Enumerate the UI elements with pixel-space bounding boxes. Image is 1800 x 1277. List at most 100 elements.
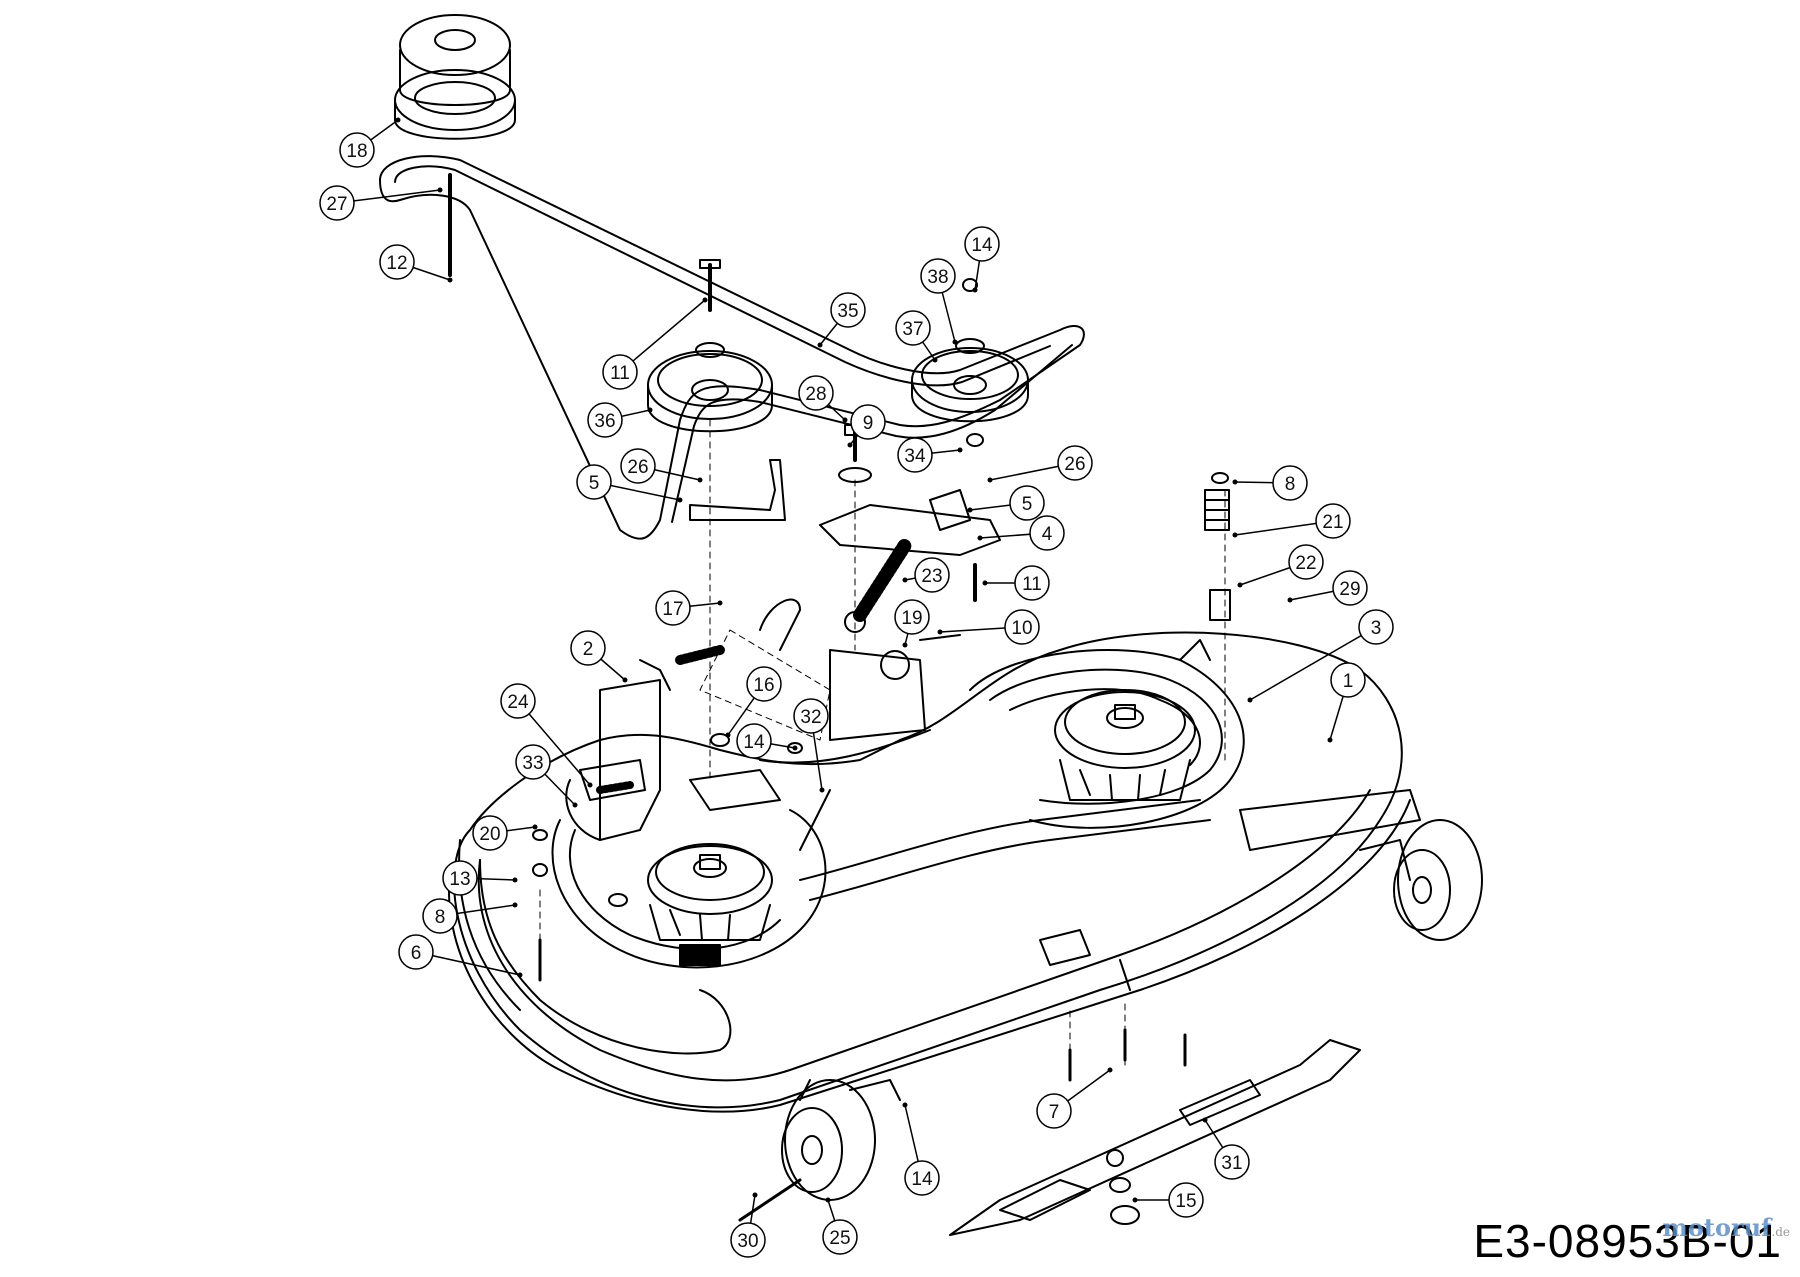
assembly-guide-lines — [539, 419, 1226, 1066]
callout-arrowhead — [977, 535, 983, 541]
callout-bubble — [620, 448, 656, 484]
callout-number: 5 — [1022, 494, 1033, 515]
callout-arrowhead — [1132, 1197, 1138, 1203]
callout-c31: 31 — [1202, 1117, 1250, 1180]
electric-clutch — [394, 14, 516, 140]
callout-c1: 1 — [1327, 662, 1366, 743]
callout-number: 33 — [522, 753, 543, 774]
callout-c6: 6 — [398, 934, 523, 978]
callout-leader — [1249, 626, 1377, 701]
callout-number: 30 — [737, 1231, 758, 1252]
callout-bubble — [736, 723, 772, 759]
callout-c22: 22 — [1237, 544, 1324, 588]
callout-c19: 19 — [894, 599, 930, 648]
callout-number: 7 — [1049, 1102, 1060, 1123]
callout-arrowhead — [817, 342, 823, 348]
callout-arrowhead — [957, 447, 963, 453]
right-spindle-pulley — [1054, 689, 1196, 801]
callout-arrowhead — [572, 802, 578, 808]
callout-arrowhead — [1232, 479, 1238, 485]
callout-c32: 32 — [793, 698, 829, 793]
callout-bubble — [515, 744, 551, 780]
callout-bubble — [897, 437, 933, 473]
front-gauge-wheel — [738, 1079, 901, 1222]
callout-arrowhead — [932, 357, 938, 363]
callout-number: 4 — [1042, 524, 1053, 545]
callout-bubble — [964, 226, 1000, 262]
callout-c10: 10 — [937, 609, 1040, 645]
callout-bubble — [1009, 485, 1045, 521]
callout-c5b: 5 — [967, 485, 1045, 521]
callout-number: 12 — [386, 253, 407, 274]
callout-bubble — [1057, 445, 1093, 481]
callout-bubble — [1358, 609, 1394, 645]
callout-number: 15 — [1175, 1191, 1196, 1212]
callout-arrowhead — [987, 477, 993, 483]
callout-number: 3 — [1371, 618, 1382, 639]
callout-number: 1 — [1343, 671, 1354, 692]
idler-pulley-37 — [911, 338, 1029, 423]
callout-number: 22 — [1295, 553, 1316, 574]
lift-link — [689, 598, 831, 851]
callout-arrowhead — [717, 600, 723, 606]
callout-bubble — [442, 860, 478, 896]
callout-c25: 25 — [822, 1197, 858, 1255]
watermark-text: motoruf — [1662, 1213, 1772, 1242]
callout-arrowhead — [1237, 582, 1243, 588]
callout-bubble — [472, 815, 508, 851]
callout-c24: 24 — [500, 683, 593, 788]
callout-number: 24 — [507, 692, 529, 713]
drawing-code: E3-08953B-01 — [1473, 1215, 1782, 1267]
callout-c8b: 8 — [422, 898, 518, 934]
callout-c12: 12 — [379, 244, 453, 283]
cutting-blade — [949, 1039, 1361, 1236]
left-spindle-pulley — [647, 843, 773, 966]
callout-number: 20 — [479, 824, 500, 845]
callout-bubble — [895, 310, 931, 346]
callout-arrowhead — [972, 287, 978, 293]
callout-c17: 17 — [655, 590, 723, 626]
callout-number: 11 — [1022, 574, 1042, 595]
callout-bubble — [576, 464, 612, 500]
callout-bubble — [1330, 662, 1366, 698]
callout-number: 2 — [583, 639, 594, 660]
callout-arrowhead — [819, 787, 825, 793]
callout-arrowhead — [395, 117, 401, 123]
callout-number: 14 — [971, 235, 993, 256]
callout-c5a: 5 — [576, 464, 683, 503]
callout-c23: 23 — [902, 557, 950, 593]
callout-c38: 38 — [920, 258, 958, 345]
callout-number: 8 — [1285, 474, 1296, 495]
callout-c8a: 8 — [1232, 465, 1308, 501]
callout-arrowhead — [1287, 597, 1293, 603]
callout-number: 17 — [662, 599, 683, 620]
watermark-suffix: .de — [1771, 1225, 1790, 1239]
callout-number: 6 — [411, 943, 422, 964]
callout-arrowhead — [702, 297, 708, 303]
callout-c26a: 26 — [620, 448, 703, 484]
callout-number: 29 — [1339, 579, 1360, 600]
callout-arrowhead — [752, 1192, 758, 1198]
callout-number: 21 — [1322, 512, 1343, 533]
callout-arrowhead — [982, 580, 988, 586]
callout-arrowhead — [1247, 697, 1253, 703]
callout-number: 10 — [1011, 618, 1032, 639]
callout-number: 26 — [1064, 454, 1085, 475]
callout-number: 14 — [743, 732, 765, 753]
callout-bubble — [1214, 1144, 1250, 1180]
callout-number: 9 — [863, 413, 874, 434]
callout-bubble — [422, 898, 458, 934]
callout-number: 8 — [435, 907, 446, 928]
callout-bubble — [730, 1222, 766, 1258]
callout-bubble — [1288, 544, 1324, 580]
callout-arrowhead — [952, 339, 958, 345]
callout-bubble — [570, 630, 606, 666]
callout-arrowhead — [1327, 737, 1333, 743]
callout-number: 38 — [927, 267, 948, 288]
callout-c37: 37 — [895, 310, 938, 363]
callout-number: 19 — [901, 608, 922, 629]
callout-c7: 7 — [1036, 1067, 1113, 1129]
lift-bracket — [565, 645, 725, 841]
callout-number: 16 — [753, 675, 774, 696]
